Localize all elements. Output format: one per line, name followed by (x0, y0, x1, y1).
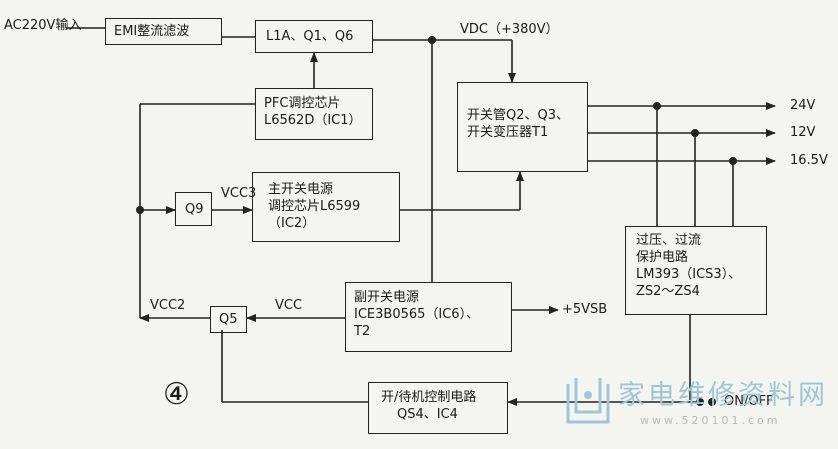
junction-dot (428, 36, 436, 44)
protection-line2: 保护电路 (636, 250, 689, 265)
protection-line3: LM393（ICS3）、 (636, 267, 742, 282)
protection-line1: 过压、过流 (636, 233, 702, 248)
ac-input-label: AC220V输入 (4, 18, 82, 33)
switching-transformer-block: 开关管Q2、Q3、 开关变压器T1 (457, 82, 588, 172)
pfc-controller-block: PFC调控芯片 L6562D（IC1） (255, 88, 373, 140)
watermark-title: 家电维修资料网 (618, 380, 828, 411)
q9-label: Q9 (185, 202, 204, 217)
watermark-logo-icon (566, 378, 610, 424)
main-pwm-controller-block: 主开关电源 调控芯片L6599 （IC2） (252, 172, 400, 242)
q5-label: Q5 (219, 312, 238, 327)
emi-filter-block: EMI整流滤波 (105, 18, 222, 45)
protection-line4: ZS2～ZS4 (636, 284, 700, 299)
main-pwm-line3: （IC2） (268, 216, 316, 231)
output-16v: 16.5V (790, 153, 828, 168)
aux-power-block: 副开关电源 ICE3B0565（IC6）、 T2 (345, 282, 512, 352)
junction-dot (653, 102, 661, 110)
output-12v: 12V (790, 125, 816, 140)
emi-filter-label: EMI整流滤波 (114, 24, 190, 39)
q9-block: Q9 (175, 192, 212, 226)
standby-line2: QS4、IC4 (397, 407, 458, 422)
protection-circuit-block: 过压、过流 保护电路 LM393（ICS3）、 ZS2～ZS4 (625, 226, 767, 315)
aux-power-line2: ICE3B0565（IC6）、 (354, 307, 480, 322)
on-off-label: ON/OFF (724, 394, 774, 409)
junction-dot (691, 129, 699, 137)
pfc-controller-line1: PFC调控芯片 (264, 96, 341, 111)
switching-transformer-line1: 开关管Q2、Q3、 (467, 108, 570, 123)
switch-contact-icon (696, 398, 704, 406)
q5-block: Q5 (210, 306, 247, 333)
watermark-url: www.520101.com (640, 414, 781, 427)
standby-line1: 开/待机控制电路 (381, 390, 477, 405)
figure-number: ④ (163, 377, 190, 412)
pfc-controller-line2: L6562D（IC1） (264, 113, 362, 128)
vdc-label: VDC（+380V） (460, 22, 559, 37)
vcc3-label: VCC3 (221, 186, 257, 201)
output-24v: 24V (790, 98, 816, 113)
vcc2-label: VCC2 (150, 298, 186, 313)
aux-power-line1: 副开关电源 (354, 290, 420, 305)
switch-contact-icon (708, 398, 716, 406)
standby-control-block: 开/待机控制电路 QS4、IC4 (368, 382, 508, 434)
main-pwm-line1: 主开关电源 (268, 182, 334, 197)
pfc-stage-block: L1A、Q1、Q6 (255, 20, 373, 53)
switching-transformer-line2: 开关变压器T1 (467, 125, 549, 140)
pfc-stage-label: L1A、Q1、Q6 (266, 29, 354, 44)
vcc-label: VCC (275, 298, 303, 313)
junction-dot (729, 157, 737, 165)
aux-power-line3: T2 (354, 324, 371, 339)
main-pwm-line2: 调控芯片L6599 (268, 199, 361, 214)
junction-dot (136, 206, 144, 214)
v5sb-label: +5VSB (562, 302, 608, 317)
